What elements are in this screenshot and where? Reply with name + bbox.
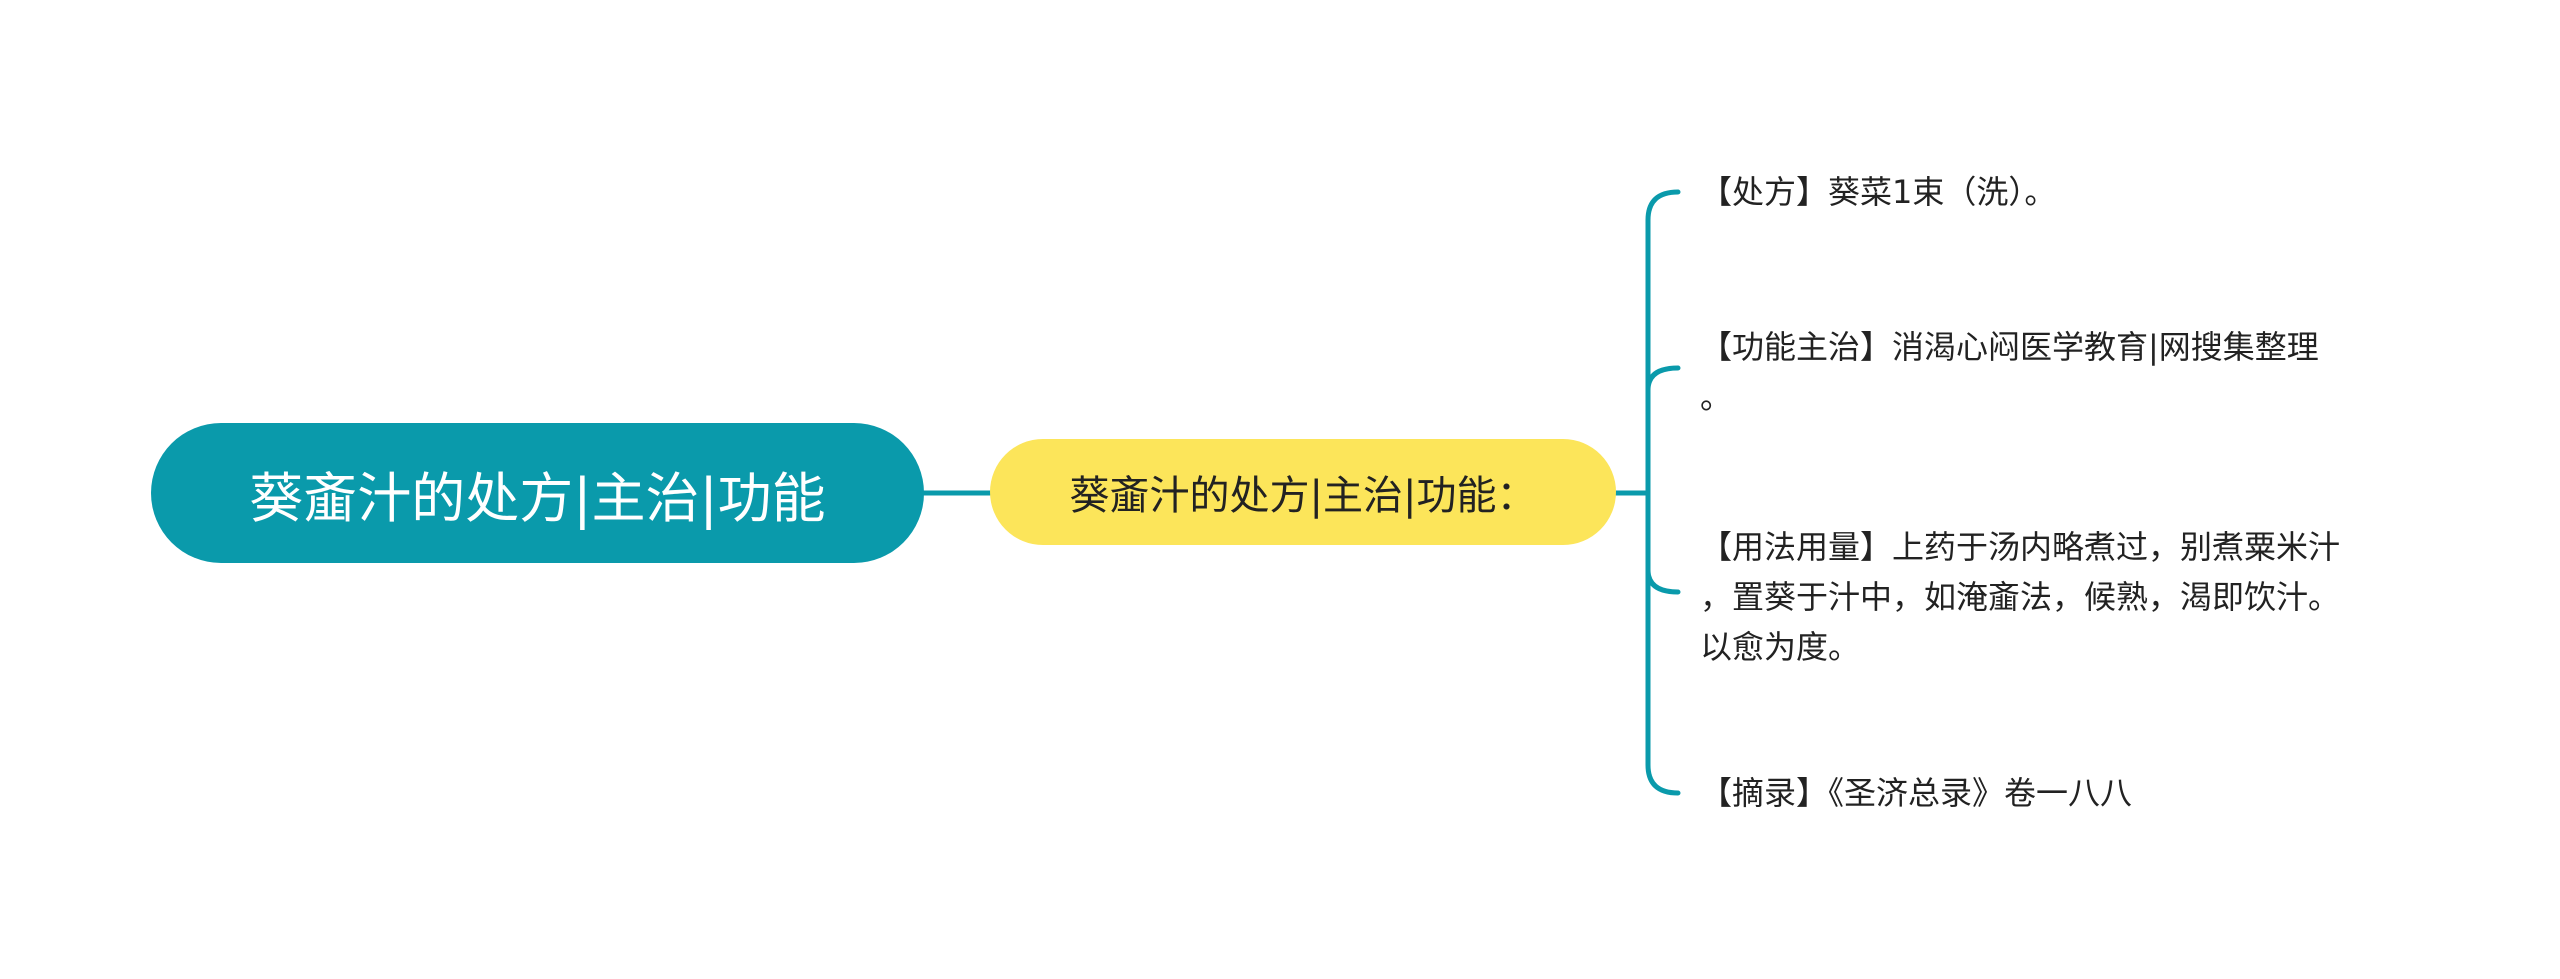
branch-connector-2	[1645, 365, 1681, 496]
branch-connector-1	[1645, 189, 1681, 496]
detail-usage-dosage[interactable]: 【用法用量】上药于汤内略煮过，别煮粟米汁 ，置葵于汁中，如淹齑法，候熟，渴即饮汁…	[1700, 528, 2341, 666]
branch-connector-4	[1645, 490, 1681, 796]
root-topic[interactable]: 葵齑汁的处方|主治|功能	[151, 423, 924, 563]
main-topic[interactable]: 葵齑汁的处方|主治|功能：	[990, 439, 1616, 545]
detail-prescription[interactable]: 【处方】葵菜1束（洗）。	[1700, 173, 2057, 211]
branch-connector-3	[1645, 490, 1681, 595]
detail-source[interactable]: 【摘录】《圣济总录》卷一八八	[1700, 774, 2133, 812]
detail-indications[interactable]: 【功能主治】消渴心闷医学教育|网搜集整理 。	[1700, 328, 2319, 416]
root-topic-label: 葵齑汁的处方|主治|功能	[249, 466, 826, 530]
main-topic-label: 葵齑汁的处方|主治|功能：	[1069, 473, 1537, 519]
